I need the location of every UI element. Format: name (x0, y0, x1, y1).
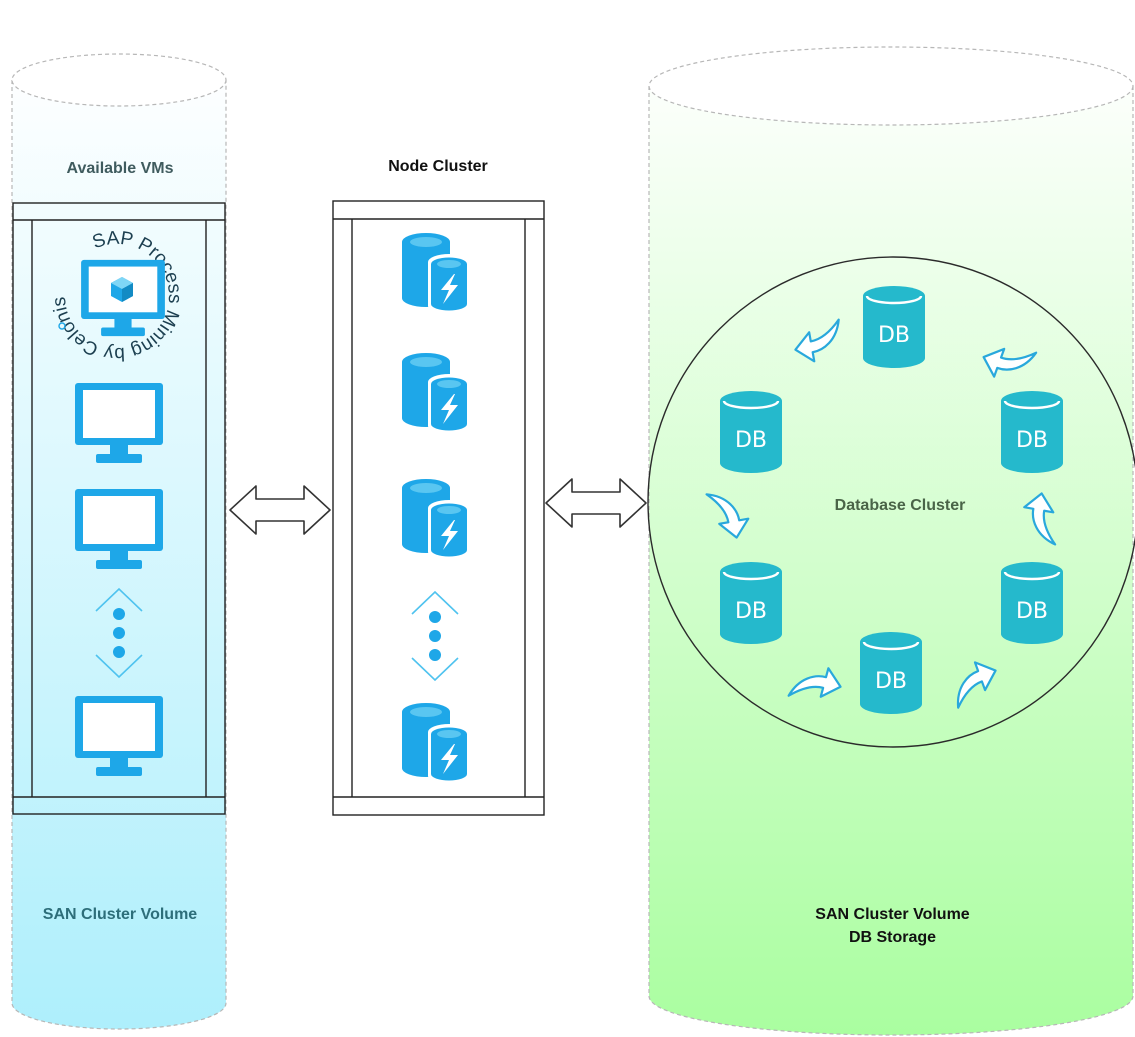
available-vms-title: Available VMs (66, 160, 174, 177)
right-san-volume (648, 46, 1134, 1036)
right-san-volume-label: SAN Cluster Volume (815, 906, 970, 923)
database-cluster-label: Database Cluster (834, 497, 966, 514)
node-cluster-title: Node Cluster (388, 158, 488, 175)
db-node-label: DB (1016, 428, 1048, 453)
db-node-label: DB (735, 599, 767, 624)
double-arrow-icon (229, 485, 331, 535)
db-node: DB (999, 389, 1065, 475)
db-node-label: DB (878, 323, 910, 348)
vm-container (12, 202, 226, 815)
db-node: DB (861, 284, 927, 370)
database-cluster-ring (647, 256, 1135, 748)
db-node-label: DB (875, 669, 907, 694)
db-node-label: DB (735, 428, 767, 453)
db-storage-label: DB Storage (848, 929, 937, 946)
db-node: DB (718, 560, 784, 646)
db-node: DB (718, 389, 784, 475)
db-node-label: DB (1016, 599, 1048, 624)
left-san-volume-label: SAN Cluster Volume (42, 906, 198, 923)
db-node: DB (999, 560, 1065, 646)
double-arrow-icon (545, 478, 647, 528)
db-node: DB (858, 630, 924, 716)
